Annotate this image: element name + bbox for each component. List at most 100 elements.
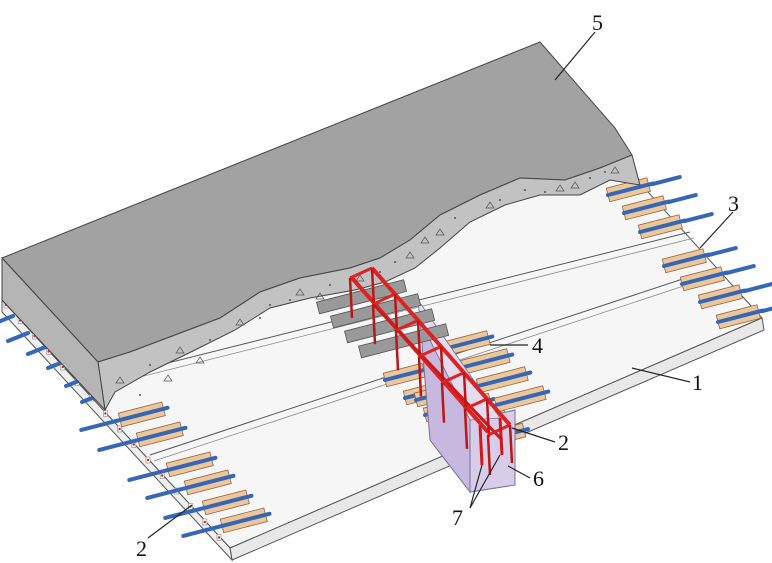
rebar-bar [494, 389, 551, 407]
leader-3 [699, 211, 734, 249]
rebar-bar [606, 181, 655, 197]
protruding-bar [760, 306, 772, 314]
cage-stirrups [348, 266, 514, 476]
aggregate-triangle [295, 288, 305, 296]
end-hole-dot [61, 365, 64, 369]
rebar-bar [680, 270, 729, 286]
rebar-bar [127, 455, 218, 482]
end-hole-dot [146, 458, 150, 462]
leader-5 [554, 31, 596, 81]
protruding-bar [650, 175, 682, 187]
rebar-bar [181, 511, 272, 538]
aggregate-dot [589, 177, 591, 179]
aggregate-triangle [570, 181, 580, 189]
protruding-bar [26, 344, 50, 356]
cage-stirrup [487, 423, 511, 437]
aggregate-triangle [355, 274, 365, 282]
cage-stirrup-vertical [370, 267, 376, 307]
aggregate-triangle [610, 166, 620, 174]
cage-stirrup-vertical [485, 398, 491, 437]
aggregate-dot [524, 189, 526, 191]
cage-stirrup [418, 345, 442, 358]
cage-stirrup-vertical [394, 330, 400, 371]
end-hole-dot [118, 427, 121, 431]
leader-1 [631, 367, 691, 383]
rebar-bar [622, 199, 671, 215]
rebar-bar [716, 308, 765, 324]
concrete-left-face [1, 256, 106, 412]
protruding-bar [0, 314, 15, 324]
label-2-right: 2 [558, 430, 569, 455]
aggregate-triangle [420, 236, 430, 244]
aggregate-triangle [195, 356, 205, 364]
cage-stirrup [395, 318, 419, 332]
rebar-bar [698, 288, 747, 304]
label-6: 6 [533, 466, 544, 491]
aggregate-dot [149, 364, 151, 366]
aggregate-dot [454, 217, 456, 219]
aggregate-triangle [405, 251, 415, 259]
rebar-bar [638, 218, 687, 234]
protruding-bar [666, 193, 698, 205]
end-hole-dot [161, 474, 164, 477]
callout-labels: 5 3 4 1 2 6 7 2 [136, 10, 739, 561]
aggregate-triangle [315, 292, 325, 300]
cage-stirrup-vertical [486, 434, 492, 476]
end-hole-dot [104, 412, 107, 415]
slab-joint-line [103, 237, 695, 387]
aggregate-dot [544, 191, 546, 193]
aggregate-dot [269, 304, 271, 306]
protruding-bar [706, 246, 738, 258]
rebar-bar [97, 425, 188, 452]
protruding-bar [724, 264, 756, 276]
cage-stirrup-vertical [462, 372, 468, 411]
leader-7a [469, 464, 483, 509]
callout-leaders [147, 31, 734, 539]
aggregate-triangle [163, 374, 173, 382]
rebar-bar [79, 405, 170, 432]
cage-stirrup-vertical [393, 294, 399, 333]
gray-plate [316, 279, 408, 315]
aggregate-triangle [555, 184, 565, 192]
aggregate-triangle [115, 376, 125, 384]
concrete-aggregate-marks [115, 166, 620, 396]
aggregate-dot [139, 394, 141, 396]
cage-stirrup-vertical [440, 382, 446, 423]
cage-stirrup [372, 292, 396, 306]
cage-stirrup-vertical [508, 424, 514, 464]
aggregate-triangle [175, 346, 185, 354]
cage-stirrup [349, 266, 373, 280]
aggregate-dot [379, 271, 381, 273]
aggregate-dot [209, 339, 211, 341]
leader-2-left [147, 504, 193, 539]
aggregate-dot [329, 284, 331, 286]
label-3: 3 [728, 191, 739, 216]
leader-7b [469, 454, 501, 509]
cage-stirrup-vertical [417, 356, 423, 397]
cage-stirrup-vertical [371, 304, 377, 345]
cage-stirrup [441, 371, 465, 385]
rebar-bar [662, 252, 711, 268]
gray-plate [344, 308, 436, 344]
protruding-bar [682, 212, 714, 224]
label-7: 7 [452, 505, 463, 530]
reinforcement-cage [348, 266, 514, 476]
leader-2-right [511, 427, 556, 443]
label-4: 4 [532, 333, 543, 358]
cage-stirrup-vertical [416, 320, 422, 359]
cage-leg [478, 424, 484, 466]
cage-stirrup-vertical [463, 408, 469, 449]
label-2-left: 2 [136, 536, 147, 561]
leader-6 [507, 465, 531, 479]
gray-plate [330, 293, 422, 329]
cast-in-place-concrete-layer [1, 41, 641, 412]
cage-stirrup-vertical [348, 277, 354, 319]
concrete-rough-edge [97, 154, 641, 412]
aggregate-triangle [235, 318, 245, 326]
rebar-bar [145, 473, 236, 500]
aggregate-dot [604, 171, 606, 173]
cage-legs [478, 417, 504, 466]
rebar-bar [458, 352, 515, 370]
end-hole-dot [203, 520, 206, 524]
